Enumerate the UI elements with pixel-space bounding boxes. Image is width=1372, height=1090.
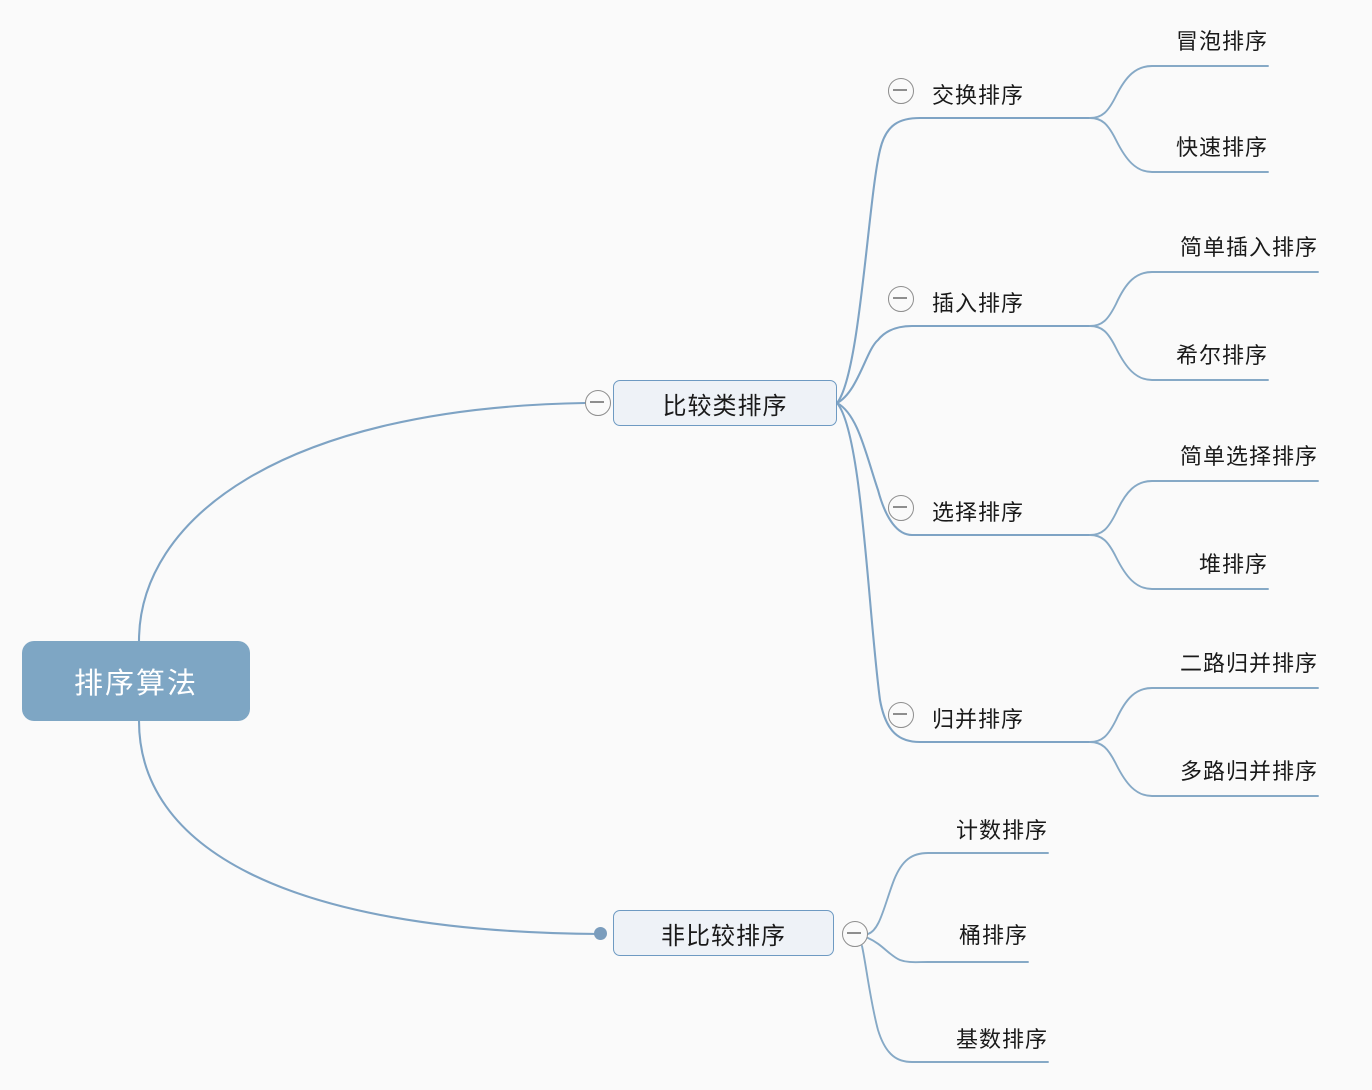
leaf-shell-sort[interactable]: 希尔排序 — [1175, 343, 1268, 368]
toggle-insertion-sort[interactable] — [888, 286, 914, 312]
leaf-counting-sort[interactable]: 计数排序 — [955, 818, 1048, 843]
node-selection-sort-label[interactable]: 选择排序 — [932, 500, 1025, 525]
wire-exchange-to-bubble — [1089, 65, 1269, 119]
toggle-selection-sort[interactable] — [888, 495, 914, 521]
node-noncompare-sort-label: 非比较排序 — [661, 922, 786, 950]
leaf-radix-sort[interactable]: 基数排序 — [955, 1027, 1048, 1052]
toggle-exchange-sort[interactable] — [888, 78, 914, 104]
bullet-noncompare — [594, 927, 607, 940]
toggle-merge-sort[interactable] — [888, 702, 914, 728]
node-insertion-sort-label[interactable]: 插入排序 — [932, 291, 1025, 316]
wire-root-to-compare — [137, 401, 587, 643]
leaf-quick-sort[interactable]: 快速排序 — [1175, 135, 1268, 160]
leaf-simple-insertion-sort[interactable]: 简单插入排序 — [1179, 235, 1318, 260]
root-node-label: 排序算法 — [73, 668, 198, 700]
wire-root-to-noncompare — [137, 719, 602, 936]
toggle-noncompare[interactable] — [842, 921, 868, 947]
wire-compare-to-insertion — [835, 324, 1092, 405]
leaf-two-way-merge-sort[interactable]: 二路归并排序 — [1179, 651, 1318, 676]
node-noncompare-sort[interactable]: 非比较排序 — [613, 910, 834, 956]
leaf-heap-sort[interactable]: 堆排序 — [1198, 552, 1268, 577]
wire-compare-to-merge — [835, 401, 1092, 744]
node-merge-sort-label[interactable]: 归并排序 — [932, 707, 1025, 732]
root-node[interactable]: 排序算法 — [22, 641, 250, 721]
wire-compare-to-exchange — [835, 116, 1092, 405]
node-exchange-sort-label[interactable]: 交换排序 — [932, 83, 1025, 108]
wire-selection-to-simple — [1089, 480, 1319, 536]
leaf-simple-selection-sort[interactable]: 简单选择排序 — [1179, 444, 1318, 469]
node-compare-sort-label: 比较类排序 — [662, 392, 788, 420]
wire-insertion-to-simple — [1089, 271, 1319, 327]
leaf-bubble-sort[interactable]: 冒泡排序 — [1175, 29, 1268, 54]
wire-merge-to-twoway — [1089, 687, 1319, 743]
leaf-bucket-sort[interactable]: 桶排序 — [958, 923, 1028, 948]
leaf-multi-way-merge-sort[interactable]: 多路归并排序 — [1179, 759, 1318, 784]
node-compare-sort[interactable]: 比较类排序 — [613, 380, 837, 426]
toggle-compare[interactable] — [585, 390, 611, 416]
